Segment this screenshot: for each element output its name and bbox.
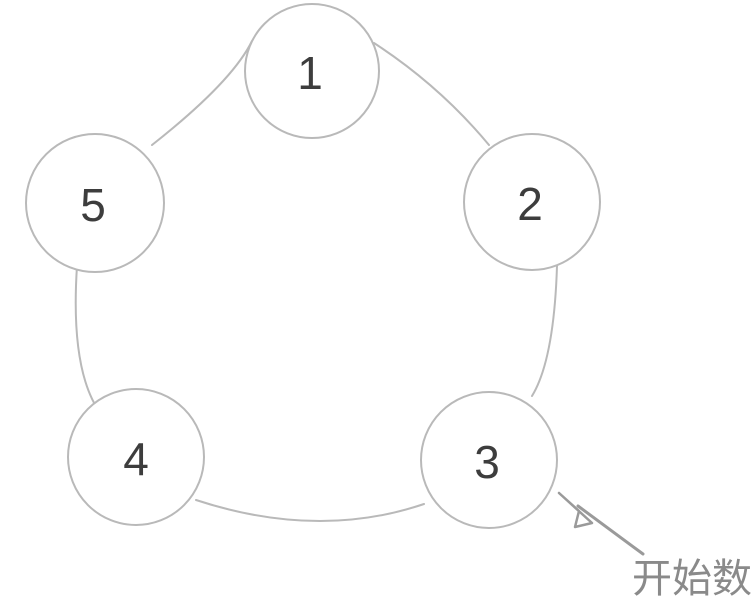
node-5[interactable]: 5 bbox=[25, 133, 165, 273]
annotation-label: 开始数 bbox=[632, 556, 751, 602]
edge-5-1 bbox=[151, 40, 253, 146]
edge-1-2 bbox=[373, 42, 490, 146]
node-2[interactable]: 2 bbox=[463, 133, 601, 271]
edge-3-4 bbox=[195, 499, 425, 522]
edge-2-3 bbox=[531, 265, 558, 397]
node-3[interactable]: 3 bbox=[420, 391, 558, 529]
annotation-arrow-head-icon bbox=[557, 491, 594, 529]
node-1-circle[interactable] bbox=[244, 3, 380, 139]
node-2-circle[interactable] bbox=[463, 133, 601, 271]
edge-4-5 bbox=[74, 265, 102, 415]
node-5-circle[interactable] bbox=[25, 133, 165, 273]
node-4-label: 4 bbox=[123, 433, 149, 485]
node-4-circle[interactable] bbox=[67, 388, 205, 526]
node-1-label: 1 bbox=[297, 47, 323, 99]
start-annotation: 开始数 bbox=[557, 491, 751, 602]
node-4[interactable]: 4 bbox=[67, 388, 205, 526]
edge-group bbox=[74, 40, 558, 522]
node-5-label: 5 bbox=[80, 179, 106, 231]
node-group: 1 2 3 4 5 bbox=[25, 3, 601, 529]
node-3-label: 3 bbox=[474, 436, 500, 488]
annotation-arrow-shaft bbox=[576, 504, 645, 556]
node-3-circle[interactable] bbox=[420, 391, 558, 529]
node-1[interactable]: 1 bbox=[244, 3, 380, 139]
node-2-label: 2 bbox=[517, 178, 543, 230]
